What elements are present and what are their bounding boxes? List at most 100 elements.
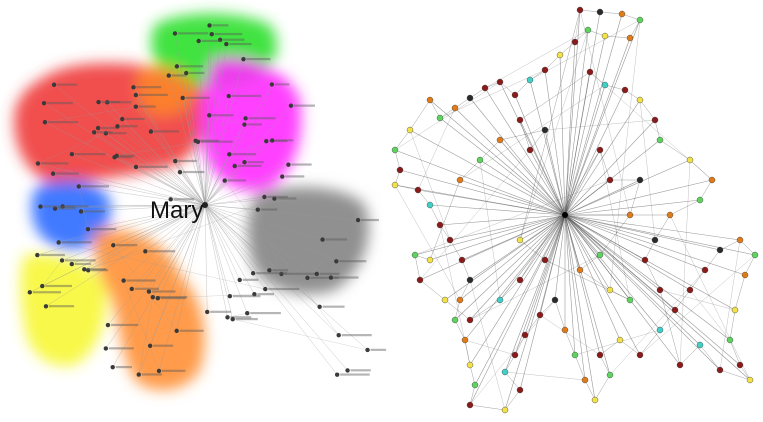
right-node (736, 236, 744, 244)
left-edge (37, 204, 206, 256)
blob-orange-top (136, 66, 195, 116)
right-edge (484, 87, 566, 216)
left-node-label (339, 260, 367, 263)
right-edge (414, 214, 566, 256)
right-edge (589, 71, 606, 86)
right-edge (599, 11, 623, 15)
right-node (651, 236, 659, 244)
left-node (110, 364, 115, 370)
right-node (466, 316, 474, 324)
left-node (345, 368, 350, 373)
left-node (180, 95, 185, 101)
left-edge (61, 204, 206, 261)
left-edge (170, 199, 206, 206)
left-node-label (74, 153, 106, 156)
right-node (496, 296, 504, 304)
right-node (541, 66, 549, 74)
left-node-label (101, 100, 121, 104)
left-edge (80, 204, 206, 212)
left-node-label (56, 172, 79, 175)
right-edge (504, 371, 586, 381)
right-node (451, 104, 459, 112)
left-node (328, 275, 334, 280)
left-node (103, 131, 109, 136)
left-node (262, 194, 267, 200)
right-node (516, 386, 524, 394)
left-edge (148, 204, 206, 292)
right-node (726, 336, 734, 344)
right-edge (394, 149, 401, 171)
right-edge (544, 54, 561, 71)
right-edge (564, 149, 601, 216)
right-edge (564, 89, 626, 216)
left-node-label (43, 205, 75, 208)
left-nodes (27, 23, 387, 377)
left-node-label (247, 123, 263, 126)
right-edge (644, 239, 656, 261)
right-edge (544, 259, 631, 301)
left-node (41, 100, 47, 106)
left-edge (209, 115, 245, 125)
left-node-label (361, 218, 379, 222)
right-edge (464, 339, 471, 366)
left-edge (204, 204, 337, 262)
right-edge (444, 214, 566, 301)
right-edge (469, 299, 501, 321)
right-edge (504, 214, 566, 373)
right-edge (544, 69, 566, 216)
left-edge (55, 204, 206, 209)
right-edge (469, 214, 566, 366)
left-node (38, 204, 43, 209)
left-node-label (138, 105, 156, 108)
left-edge (204, 204, 308, 279)
left-node (207, 113, 212, 118)
left-edge (114, 157, 206, 206)
left-edge (107, 204, 206, 326)
right-edge (744, 254, 756, 276)
right-edge (679, 159, 691, 366)
right-edge (454, 214, 566, 321)
left-node (86, 268, 91, 273)
right-node (636, 351, 644, 359)
left-edge (37, 163, 206, 206)
left-edge (157, 294, 255, 299)
right-edge (519, 119, 531, 151)
left-edge (138, 297, 154, 375)
right-edge (499, 139, 566, 216)
left-node (280, 174, 285, 179)
right-edge (689, 289, 731, 341)
right-edge (554, 299, 566, 331)
left-node (147, 343, 153, 349)
right-edge (539, 299, 556, 316)
left-node (264, 138, 269, 144)
right-edge (699, 179, 713, 201)
right-edge (529, 79, 566, 216)
left-edge (176, 66, 206, 206)
left-edge (204, 59, 244, 206)
left-edge (40, 204, 206, 207)
left-node-label (151, 290, 176, 293)
right-edge (599, 354, 611, 376)
left-node-label (153, 130, 179, 133)
right-node (701, 266, 709, 274)
right-node (584, 26, 592, 34)
right-edge (564, 9, 581, 216)
left-edge (150, 131, 206, 206)
blob-gray (247, 187, 369, 295)
left-edge (176, 204, 206, 331)
right-edge (439, 224, 471, 366)
left-node (111, 243, 116, 248)
right-node (426, 256, 434, 264)
left-node (166, 73, 171, 78)
right-edge (469, 364, 476, 386)
right-node (541, 126, 549, 134)
left-node (224, 41, 229, 47)
left-edge (58, 242, 266, 290)
left-node (76, 184, 82, 189)
right-edge (674, 289, 691, 311)
right-edge (564, 214, 601, 356)
right-edge (454, 319, 466, 341)
left-node (209, 31, 214, 37)
right-edge (464, 214, 566, 341)
left-edge (117, 126, 206, 206)
